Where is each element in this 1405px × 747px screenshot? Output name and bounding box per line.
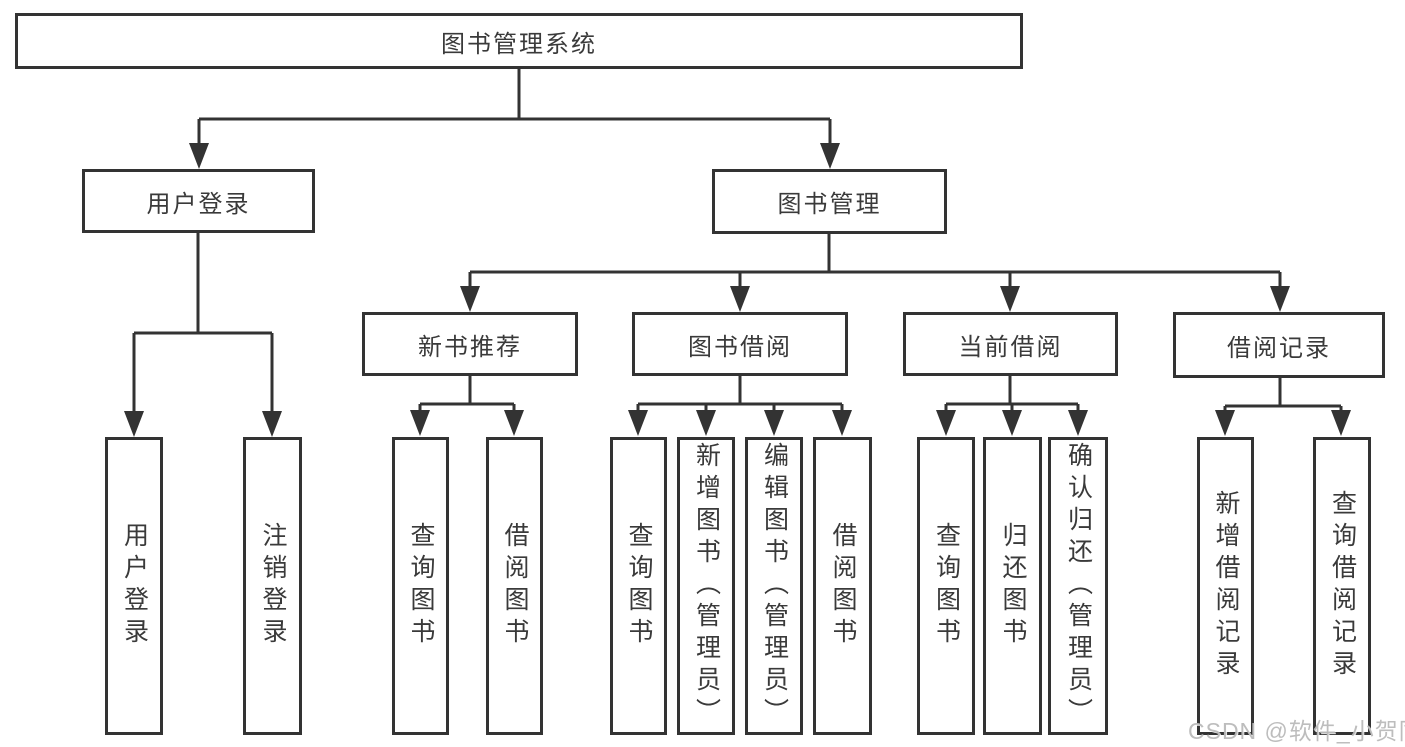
leaf-confirm-return-admin: 确认归还（管理员） — [1048, 437, 1108, 735]
node-book-management: 图书管理 — [712, 169, 947, 234]
leaf-add-borrow-record: 新增借阅记录 — [1197, 437, 1254, 735]
node-borrowing-records: 借阅记录 — [1173, 312, 1385, 378]
connector-strokes — [132, 68, 1343, 413]
leaf-borrowing-borrow-books: 借阅图书 — [813, 437, 872, 735]
node-current-borrowing: 当前借阅 — [903, 312, 1118, 376]
leaf-add-books-admin: 新增图书（管理员） — [677, 437, 735, 735]
csdn-watermark: CSDN @软件_小贺同学 — [1188, 718, 1405, 744]
node-book-borrowing: 图书借阅 — [632, 312, 848, 376]
leaf-recommend-borrow-books: 借阅图书 — [486, 437, 543, 735]
leaf-edit-books-admin: 编辑图书（管理员） — [745, 437, 803, 735]
leaf-query-borrow-record: 查询借阅记录 — [1313, 437, 1371, 735]
leaf-borrowing-query-books: 查询图书 — [610, 437, 667, 735]
node-user-login: 用户登录 — [82, 169, 315, 233]
node-library-management-system: 图书管理系统 — [15, 13, 1023, 69]
leaf-user-login: 用户登录 — [105, 437, 163, 735]
arrowheads — [124, 143, 1351, 437]
leaf-current-query-books: 查询图书 — [917, 437, 975, 735]
leaf-logout: 注销登录 — [243, 437, 302, 735]
node-new-book-recommend: 新书推荐 — [362, 312, 578, 376]
leaf-return-books: 归还图书 — [983, 437, 1042, 735]
leaf-recommend-query-books: 查询图书 — [392, 437, 449, 735]
